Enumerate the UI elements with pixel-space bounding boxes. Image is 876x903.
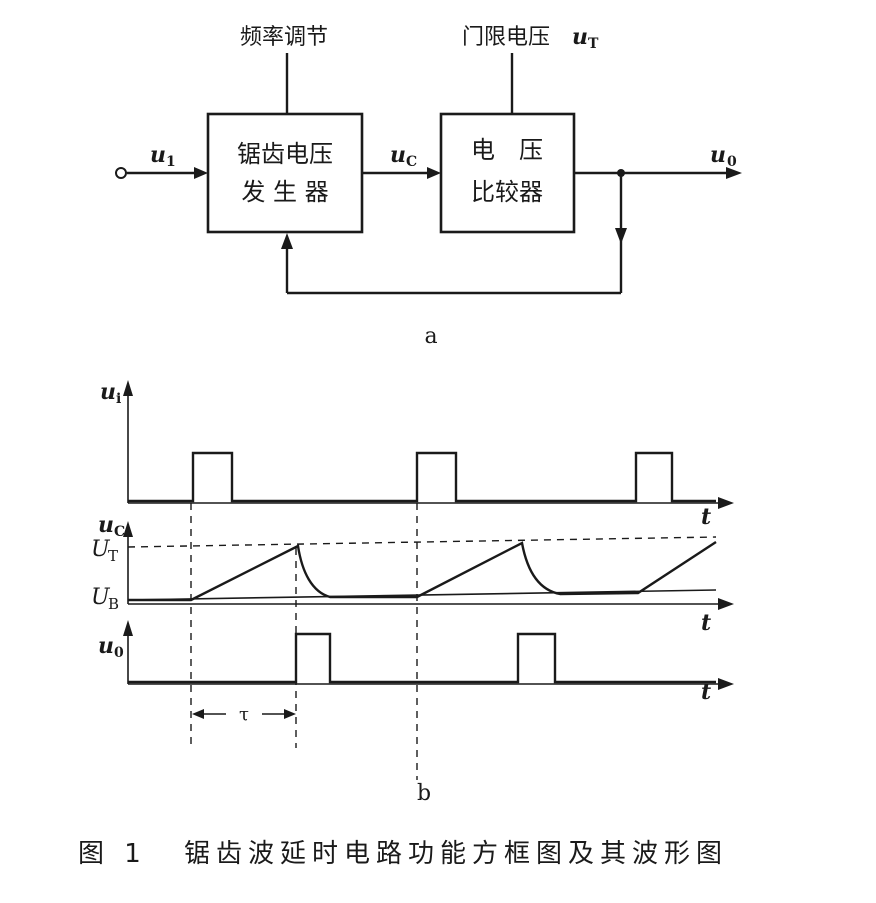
input-signal-var: u <box>150 142 166 168</box>
ui-time-label: t <box>701 504 711 530</box>
uo-time-label: t <box>701 679 711 705</box>
sawtooth-arrow-icon <box>427 167 441 179</box>
uo-time-axis-arrow-icon <box>718 678 734 690</box>
uc-axis-var: u <box>98 512 114 538</box>
ub-level-main: U <box>91 585 111 610</box>
ui-time-axis-arrow-icon <box>718 497 734 509</box>
uc-sawtooth-waveform <box>128 540 717 602</box>
ut-level-sub: T <box>108 547 118 565</box>
uc-y-axis-arrow-icon <box>123 521 133 537</box>
tau-label: τ <box>239 704 249 725</box>
ub-level-label: U B <box>91 585 119 613</box>
figure-number: 图 1 <box>78 839 147 869</box>
threshold-voltage-var: u <box>572 24 588 50</box>
ut-threshold-dash <box>127 536 717 548</box>
feedback-down-arrow-icon <box>615 228 627 244</box>
uc-axis-label: u C <box>98 512 125 540</box>
uc-time-axis-arrow-icon <box>718 598 734 610</box>
uo-y-axis-arrow-icon <box>123 620 133 636</box>
sawtooth-signal-label: u C <box>390 142 417 170</box>
ut-level-label: U T <box>91 537 118 565</box>
ut-level-main: U <box>91 537 111 562</box>
output-arrow-icon <box>726 167 742 179</box>
voltage-comparator-block <box>439 112 576 234</box>
uo-axis-label: u 0 <box>98 633 124 661</box>
ui-axis-label: u i <box>100 379 121 407</box>
input-arrow-icon <box>194 167 208 179</box>
voltage-comparator-line1: 电 压 <box>471 136 543 164</box>
panel-b-label: b <box>417 781 431 806</box>
ui-axis-var: u <box>100 379 116 405</box>
uo-pulse-waveform <box>128 632 716 684</box>
threshold-voltage-label: 门限电压 u T <box>462 24 599 52</box>
threshold-voltage-text: 门限电压 <box>462 25 550 50</box>
ub-level-sub: B <box>108 595 119 613</box>
uo-axis-sub: 0 <box>114 645 124 661</box>
output-signal-sub: 0 <box>727 154 737 170</box>
block-diagram: 频率调节 门限电压 u T 锯齿电压 发 生 器 电 压 比较器 u 1 u C <box>115 24 742 349</box>
threshold-voltage-sub: T <box>588 36 599 52</box>
input-signal-sub: 1 <box>166 154 176 170</box>
input-signal-label: u 1 <box>150 142 176 170</box>
uc-time-label: t <box>701 610 711 636</box>
ui-y-axis-arrow-icon <box>123 380 133 396</box>
feedback-up-arrow-icon <box>281 233 293 249</box>
uc-axis-sub: C <box>114 524 125 540</box>
sawtooth-generator-block <box>206 112 364 234</box>
uo-axis-var: u <box>98 633 114 659</box>
ui-pulse-waveform <box>128 451 716 503</box>
tau-dimension: τ <box>192 704 296 725</box>
figure-title: 锯齿波延时电路功能方框图及其波形图 <box>184 839 728 869</box>
output-signal-var: u <box>710 142 726 168</box>
input-terminal <box>115 167 127 179</box>
tau-left-arrow-icon <box>192 709 204 719</box>
sawtooth-signal-var: u <box>390 142 406 168</box>
sawtooth-generator-line2: 发 生 器 <box>241 178 328 206</box>
voltage-comparator-line2: 比较器 <box>471 178 543 206</box>
output-signal-label: u 0 <box>710 142 737 170</box>
waveform-diagram: u i t u C t U T U B u <box>91 379 734 806</box>
tau-right-arrow-icon <box>284 709 296 719</box>
sawtooth-generator-line1: 锯齿电压 <box>237 140 333 168</box>
ui-axis-sub: i <box>116 391 121 407</box>
frequency-adjust-label: 频率调节 <box>240 25 328 50</box>
sawtooth-signal-sub: C <box>406 154 417 170</box>
panel-a-label: a <box>424 324 437 349</box>
figure-caption: 图 1 锯齿波延时电路功能方框图及其波形图 <box>78 839 728 869</box>
